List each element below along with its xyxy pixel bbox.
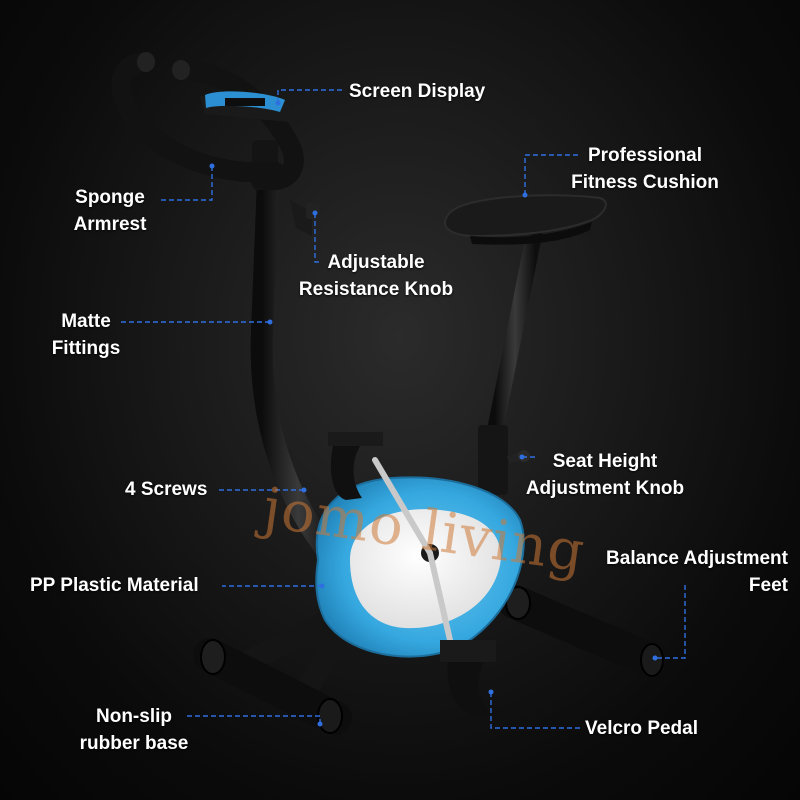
resistance-knob xyxy=(290,200,320,236)
label-sponge-armrest: Sponge Armrest xyxy=(73,187,147,235)
console-display xyxy=(200,91,290,122)
label-balance-adjustment-feet: Balance Adjustment Feet xyxy=(606,548,788,596)
flywheel-housing xyxy=(315,476,525,658)
label-matte-fittings: Matte Fittings xyxy=(51,311,121,359)
label-non-slip-rubber-base: Non-slip rubber base xyxy=(79,706,189,754)
label-adjustable-resistance-knob: Adjustable Resistance Knob xyxy=(298,252,454,300)
label-pp-plastic-material: PP Plastic Material xyxy=(30,575,199,596)
crank-and-pedals xyxy=(328,432,496,716)
front-rubber-base xyxy=(193,638,352,735)
label-professional-fitness-cushion: Professional Fitness Cushion xyxy=(571,145,719,193)
label-seat-height-adjustment-knob: Seat Height Adjustment Knob xyxy=(525,451,685,499)
handlebar xyxy=(111,52,304,191)
label-4-screws: 4 Screws xyxy=(125,479,208,500)
label-screen-display: Screen Display xyxy=(349,81,486,102)
rear-rubber-base xyxy=(498,585,667,677)
seat-cushion xyxy=(443,194,607,245)
label-velcro-pedal: Velcro Pedal xyxy=(585,718,699,739)
